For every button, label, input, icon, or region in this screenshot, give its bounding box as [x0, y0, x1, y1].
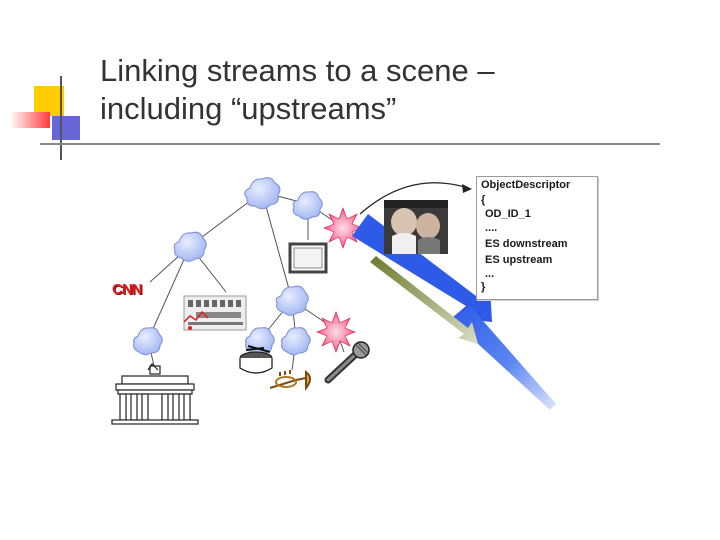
deco-horizontal-line	[40, 143, 660, 145]
tree-edge	[147, 245, 191, 341]
tree-node-icon	[245, 327, 275, 356]
brandenburg-gate-icon	[111, 363, 199, 425]
tree-node-icon	[244, 177, 281, 210]
od-line-es-downstream: ES downstream	[485, 238, 568, 250]
deco-yellow-square	[34, 86, 64, 116]
link-arrowhead	[462, 184, 472, 193]
title-line-2: including “upstreams”	[100, 91, 397, 126]
deco-vertical-line	[60, 76, 62, 160]
link-arrow	[359, 182, 469, 215]
burst-nodes	[316, 207, 363, 353]
od-line-brace-open: {	[481, 194, 486, 206]
microphone-icon	[324, 341, 370, 384]
tree-node-icon	[133, 327, 163, 356]
video-thumbnail-icon	[384, 200, 448, 254]
cnn-logo: CNN	[112, 281, 142, 298]
od-line-es-upstream: ES upstream	[485, 254, 553, 266]
tree-node-icon	[173, 231, 207, 262]
title-line-1: Linking streams to a scene –	[100, 53, 495, 88]
od-line-header: ObjectDescriptor	[481, 179, 571, 191]
frame-icon	[288, 242, 328, 274]
chart-icon	[183, 295, 247, 331]
deco-blue-square	[52, 116, 80, 140]
downstream-arrow-tail	[452, 306, 556, 410]
od-line-dots: ....	[485, 222, 498, 234]
tree-node-icon	[292, 191, 323, 220]
burst-node-icon	[316, 311, 356, 353]
od-line-ellipsis: ...	[485, 268, 495, 280]
tree-node-icon	[281, 327, 311, 356]
tree-node-icon	[275, 285, 309, 316]
tree-nodes	[133, 177, 323, 356]
od-line-brace-close: }	[481, 281, 486, 293]
tree-edge	[261, 191, 293, 301]
object-descriptor-box: ObjectDescriptor { OD_ID_1 .... ES downs…	[476, 176, 598, 300]
od-line-id: OD_ID_1	[485, 208, 531, 220]
deco-red-bar	[10, 112, 50, 128]
upstream-arrow	[370, 256, 478, 344]
drum-icon	[239, 345, 273, 374]
slide-title: Linking streams to a scene – including “…	[100, 52, 495, 128]
trumpet-icon	[269, 369, 311, 391]
burst-node-icon	[323, 207, 363, 249]
